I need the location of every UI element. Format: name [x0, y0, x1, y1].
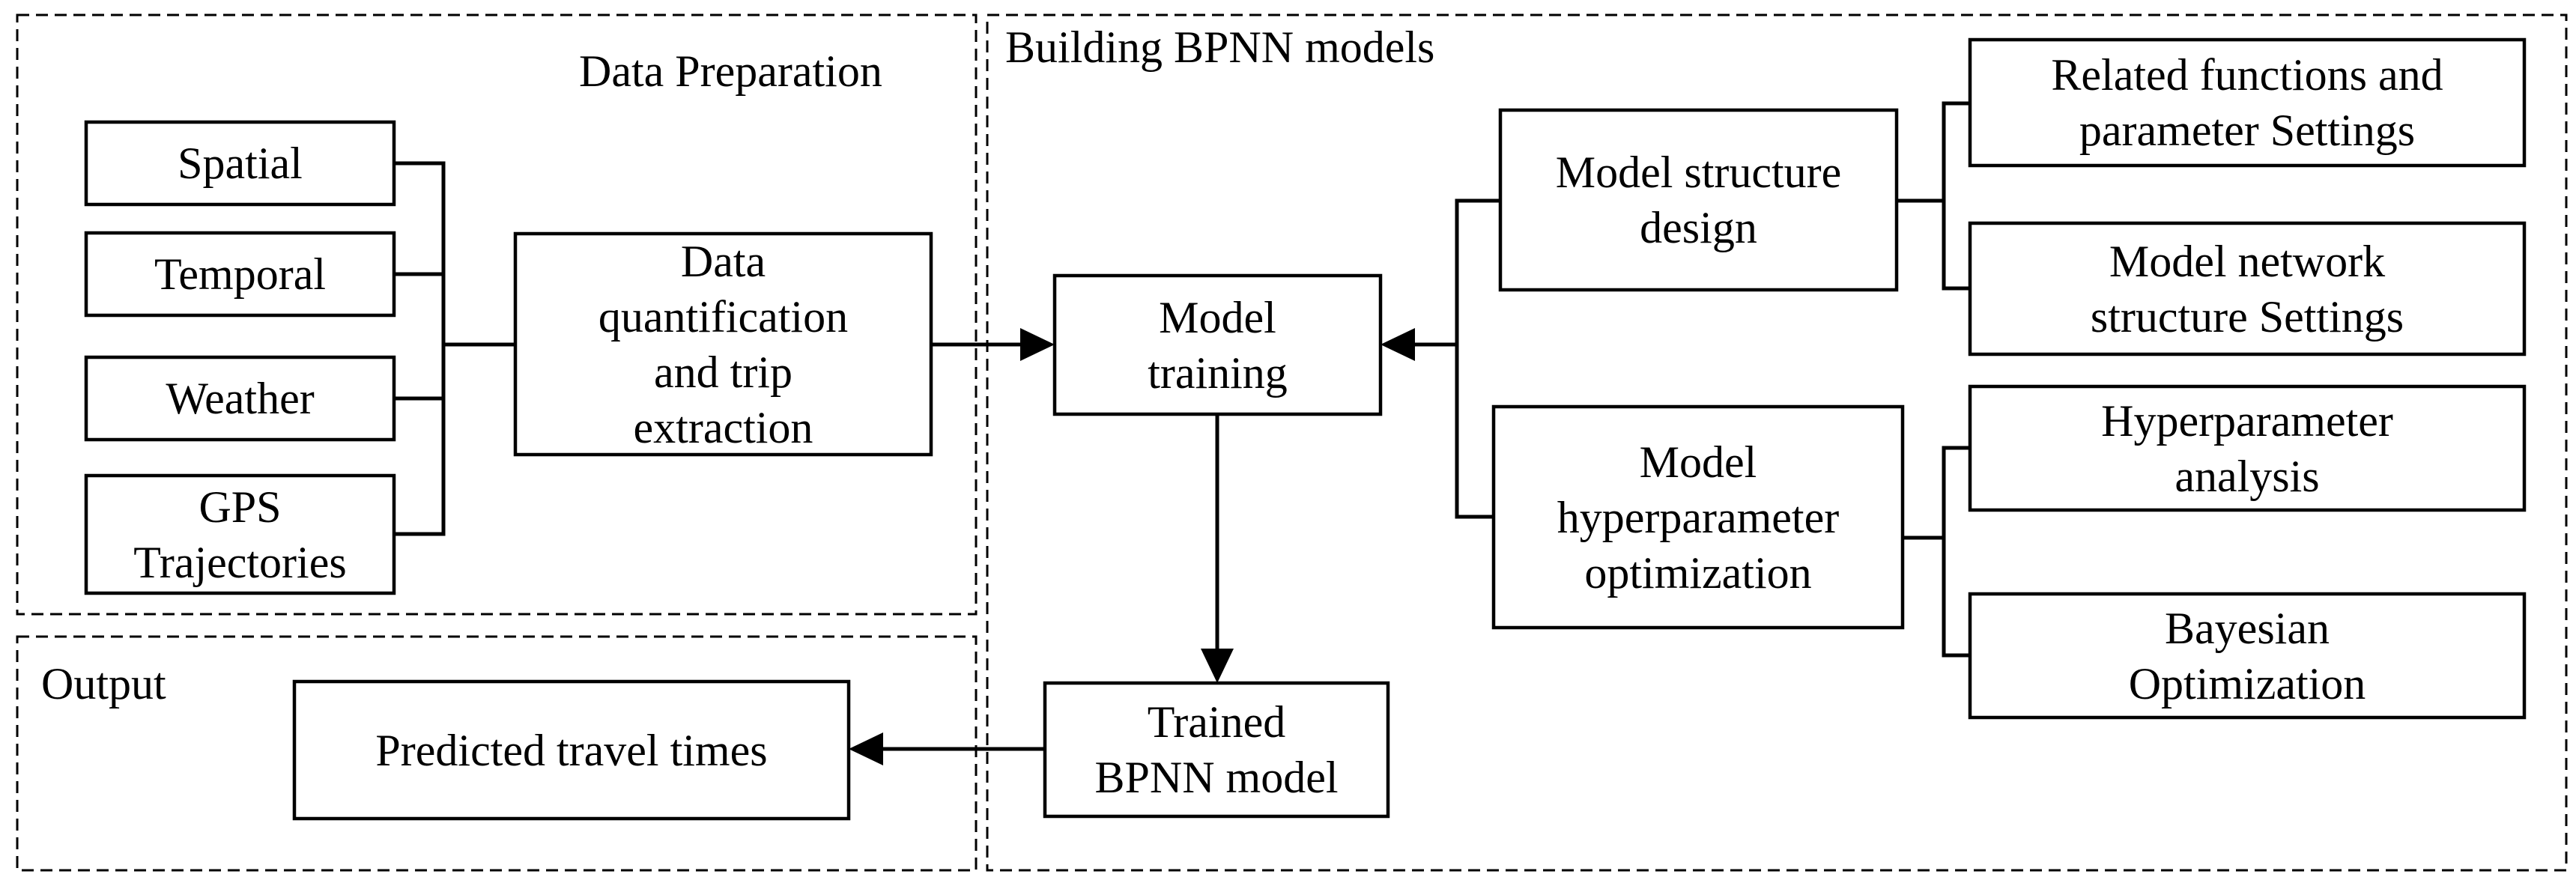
gps-text-line-2: Trajectories: [133, 537, 347, 587]
bayesian-label: Bayesian Optimization: [1970, 594, 2524, 717]
hyperparameter-label: Model hyperparameter optimization: [1494, 407, 1903, 628]
output-region: [16, 635, 978, 872]
structure-design-label: Model structure design: [1500, 110, 1897, 290]
network-structure-line-1: Model network: [2109, 236, 2386, 286]
trained-input-arrowhead: [1201, 649, 1234, 683]
hyperparameter-analysis-label: Hyperparameter analysis: [1970, 386, 2524, 510]
quantification-line-1: Data: [680, 236, 766, 286]
temporal-label: Temporal: [86, 233, 394, 315]
quantification-box: [513, 231, 933, 457]
trained-box: [1043, 681, 1390, 819]
quantification-line-4: extraction: [633, 402, 813, 452]
structure-design-line-1: Model structure: [1555, 148, 1842, 197]
temporal-text: Temporal: [154, 249, 327, 299]
hyperparameter-analysis-box: [1968, 384, 2527, 512]
network-structure-box: [1968, 221, 2527, 356]
hyperparameter-analysis-line-2: analysis: [2175, 451, 2320, 501]
related-functions-label: Related functions and parameter Settings: [1970, 40, 2524, 166]
bayesian-line-1: Bayesian: [2165, 603, 2330, 653]
predicted-label: Predicted travel times: [294, 682, 849, 819]
spatial-label: Spatial: [86, 122, 394, 204]
data-preparation-region: [16, 13, 978, 616]
structure-design-box: [1498, 108, 1899, 292]
quantification-line-2: quantification: [598, 291, 849, 342]
hyperparameter-line-3: optimization: [1584, 547, 1812, 598]
quantification-label: Data quantification and trip extraction: [515, 234, 931, 455]
related-functions-line-1: Related functions and: [2051, 50, 2443, 100]
bayesian-line-2: Optimization: [2128, 658, 2366, 709]
gps-label: GPS Trajectories: [86, 476, 394, 593]
bayesian-box: [1968, 592, 2527, 720]
predicted-input-arrowhead: [849, 732, 883, 765]
building-bpnn-region: [986, 13, 2568, 872]
predicted-text: Predicted travel times: [375, 725, 768, 775]
related-functions-box: [1968, 37, 2527, 168]
weather-text: Weather: [166, 374, 315, 423]
gps-text-line-1: GPS: [198, 482, 282, 532]
output-title: Output: [41, 659, 166, 709]
training-box: [1052, 273, 1383, 416]
gps-box: [84, 473, 396, 595]
trained-line-1: Trained: [1147, 697, 1286, 747]
hyper-details-bracket: [1942, 446, 1970, 658]
training-input-arrowhead: [1020, 328, 1055, 361]
spatial-text: Spatial: [178, 139, 303, 188]
spatial-box: [84, 120, 396, 207]
inputs-bracket: [394, 161, 446, 536]
design-bracket: [1455, 198, 1500, 519]
network-structure-line-2: structure Settings: [2090, 291, 2404, 342]
training-line-1: Model: [1159, 292, 1276, 342]
design-to-training-arrowhead: [1381, 328, 1415, 361]
training-label: Model training: [1055, 276, 1381, 414]
hyperparameter-line-1: Model: [1639, 437, 1757, 487]
hyperparameter-line-2: hyperparameter: [1557, 492, 1840, 542]
predicted-box: [292, 679, 851, 821]
training-line-2: training: [1148, 348, 1288, 398]
network-structure-label: Model network structure Settings: [1970, 223, 2524, 354]
hyperparameter-analysis-line-1: Hyperparameter: [2101, 395, 2393, 446]
data-preparation-title: Data Preparation: [579, 46, 882, 96]
temporal-box: [84, 231, 396, 318]
related-functions-line-2: parameter Settings: [2079, 106, 2416, 155]
trained-line-2: BPNN model: [1094, 753, 1339, 802]
hyperparameter-box: [1491, 404, 1905, 630]
structure-design-line-2: design: [1640, 203, 1757, 252]
structure-details-bracket: [1942, 101, 1970, 291]
weather-label: Weather: [86, 357, 394, 440]
trained-label: Trained BPNN model: [1045, 683, 1388, 816]
quantification-line-3: and trip: [654, 347, 793, 397]
building-bpnn-title: Building BPNN models: [1005, 22, 1435, 72]
weather-box: [84, 355, 396, 442]
